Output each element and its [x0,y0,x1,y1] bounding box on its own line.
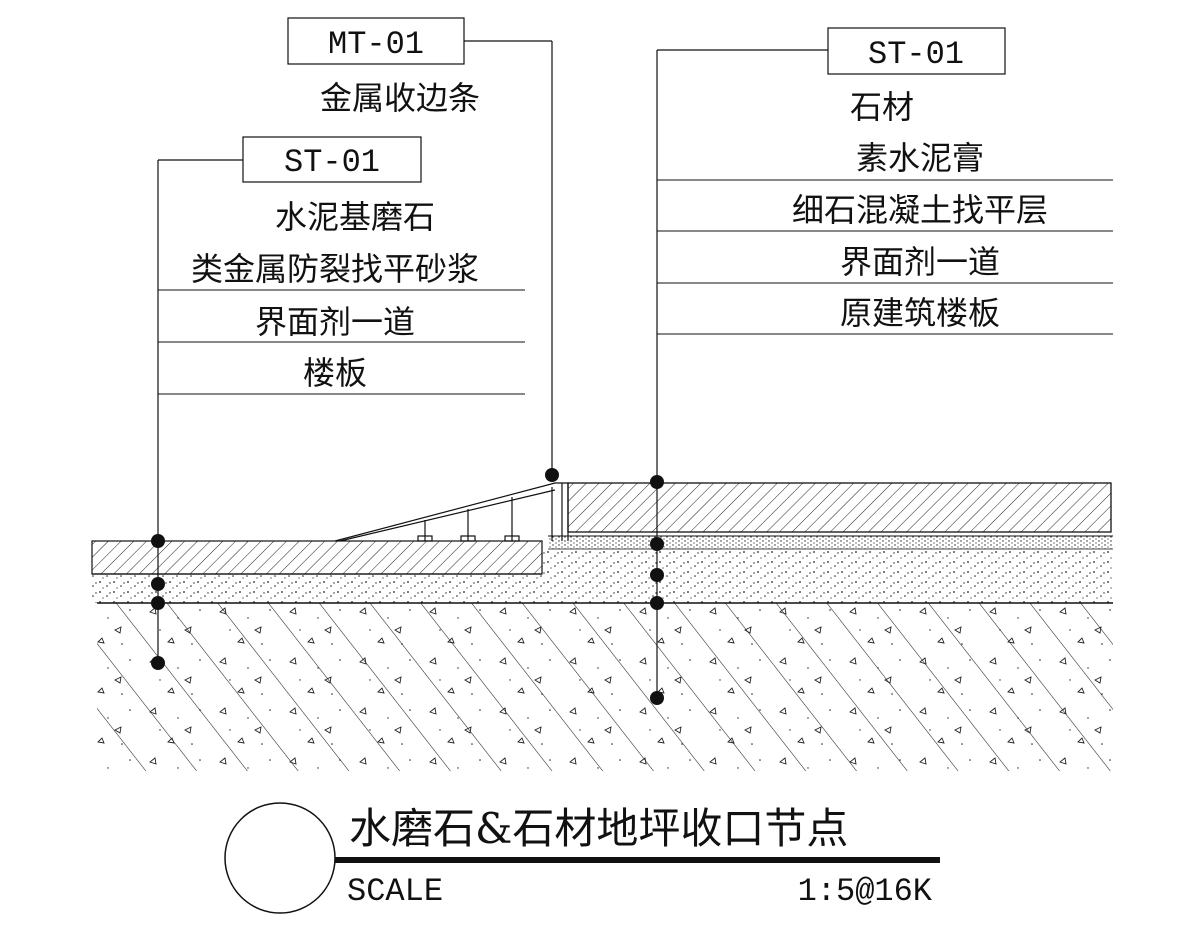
left-dot-4 [151,656,165,670]
middle-layer-1: 金属收边条 [320,79,480,117]
middle-dot [545,468,559,482]
right-callout: ST-01 石材 素水泥膏 细石混凝土找平层 界面剂一道 原建筑楼板 [650,27,1113,705]
left-tag-box [242,136,422,183]
floor-section [91,482,1113,771]
right-layer-5: 原建筑楼板 [840,294,1000,332]
left-layer-4: 楼板 [303,354,367,392]
scale-label: SCALE [347,873,443,910]
right-tag-box [827,27,1006,75]
left-dot-1 [151,534,165,548]
detail-title: 水磨石&石材地坪收口节点 [349,804,848,853]
right-dot-4 [650,596,664,610]
right-dot-5 [650,691,664,705]
right-dot-3 [650,568,664,582]
scale-value: 1:5@16K [798,873,933,910]
middle-tag: MT-01 [328,26,424,63]
right-layer-2: 素水泥膏 [856,139,984,177]
right-dot-1 [650,475,664,489]
left-leveling-mortar [92,574,542,603]
right-stone-slab [567,482,1112,533]
left-layer-2: 类金属防裂找平砂浆 [191,250,479,288]
right-layer-1: 石材 [850,88,914,126]
left-dot-2 [151,577,165,591]
detail-number-circle [224,802,336,914]
right-screed-layer [542,549,1113,603]
right-layer-3: 细石混凝土找平层 [792,191,1048,229]
title-block: 水磨石&石材地坪收口节点 SCALE 1:5@16K [224,802,940,914]
left-tag: ST-01 [284,144,380,181]
right-layer-4: 界面剂一道 [840,243,1000,281]
middle-callout: MT-01 金属收边条 [287,17,559,482]
right-dot-2 [650,537,664,551]
metal-edge-strip [334,482,569,542]
middle-tag-box [287,17,465,65]
left-callout: ST-01 水泥基磨石 类金属防裂找平砂浆 界面剂一道 楼板 [151,136,525,670]
left-layer-3: 界面剂一道 [255,303,415,341]
left-terrazzo-layer [91,540,543,575]
left-layer-1: 水泥基磨石 [275,198,435,236]
right-tag: ST-01 [868,36,964,73]
left-dot-3 [151,596,165,610]
